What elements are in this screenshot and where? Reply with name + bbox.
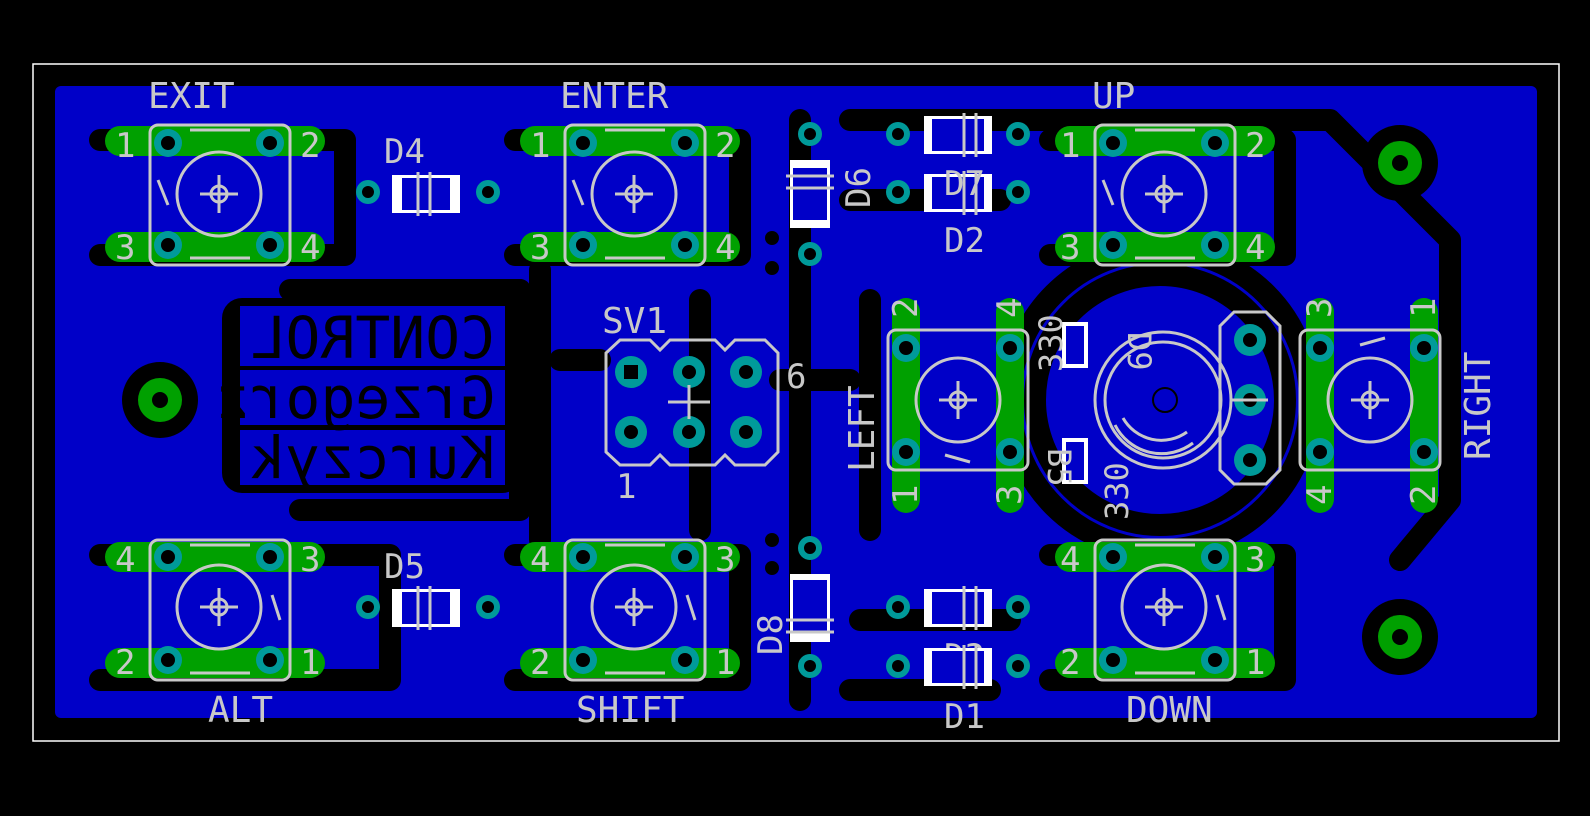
diode-d7 <box>886 113 1030 157</box>
diode-d2: D7 D2 <box>886 164 1030 261</box>
pin-label: 1 <box>1404 298 1444 318</box>
resistor-label: 330 <box>1098 462 1136 520</box>
pin-label: 4 <box>115 540 135 580</box>
mirrored-text-line: Grzegorz <box>216 364 495 432</box>
diode-d1: D1 <box>886 645 1030 737</box>
pin-label: 3 <box>1245 540 1265 580</box>
pin-label: 3 <box>1060 228 1080 268</box>
pin-label: 1 <box>300 643 320 683</box>
vias <box>765 231 779 575</box>
button-label: EXIT <box>148 76 235 117</box>
pin-label: 4 <box>530 540 550 580</box>
connector-pin-first: 1 <box>616 467 636 507</box>
rotary-encoder <box>1093 310 1282 486</box>
pin-label: 1 <box>1060 126 1080 166</box>
pin-label: 2 <box>300 126 320 166</box>
pin-label: 2 <box>715 126 735 166</box>
encoder-label: D9 <box>1120 332 1158 371</box>
button-label: LEFT <box>842 385 883 472</box>
button-label: UP <box>1092 76 1135 117</box>
pin-label: 4 <box>1245 228 1265 268</box>
pin-label: 2 <box>886 298 926 318</box>
diode-label: D2 <box>944 221 985 261</box>
diode-d4: D4 <box>356 132 500 216</box>
diode-label: D5 <box>384 547 425 587</box>
diode-d6: D6 <box>786 122 879 266</box>
pin-label: 4 <box>715 228 735 268</box>
button-down: 4 3 2 1 DOWN <box>1060 538 1265 731</box>
mirrored-text-block: CONTROL Grzegorz Kurczyk <box>216 298 522 493</box>
pin-label: 2 <box>1245 126 1265 166</box>
pin-label: 4 <box>300 228 320 268</box>
resistor-top: 330 <box>1032 314 1088 372</box>
pin-label: 1 <box>530 126 550 166</box>
pin-label: 3 <box>1300 298 1340 318</box>
connector-sv1: SV1 1 6 <box>602 301 806 507</box>
mirrored-text-line: Kurczyk <box>250 424 495 492</box>
mounting-holes <box>122 125 1438 675</box>
button-label: ALT <box>208 690 273 731</box>
pin-label: 3 <box>990 485 1030 505</box>
button-alt: 4 3 2 1 ALT <box>115 538 320 731</box>
diode-d5: D5 <box>356 547 500 630</box>
pin-label: 2 <box>530 643 550 683</box>
button-right: 3 1 4 2 RIGHT <box>1298 298 1499 505</box>
board-outline <box>32 63 1560 742</box>
button-label: DOWN <box>1126 690 1213 731</box>
pin-label: 4 <box>1060 540 1080 580</box>
diode-label: D4 <box>384 132 425 172</box>
diode-label: D1 <box>944 697 985 737</box>
button-enter: 1 2 3 4 ENTER <box>530 76 735 268</box>
button-label: ENTER <box>560 76 669 117</box>
mirrored-text-line: CONTROL <box>251 304 495 372</box>
connector-label: SV1 <box>602 301 667 342</box>
button-exit: 1 2 3 4 EXIT <box>115 76 320 268</box>
resistor-bottom: 330 <box>1062 438 1136 520</box>
button-shift: 4 3 2 1 SHIFT <box>530 538 735 731</box>
pin-label: 1 <box>1245 643 1265 683</box>
pin-label: 1 <box>115 126 135 166</box>
pin-label: 3 <box>530 228 550 268</box>
button-left: 2 4 1 3 LEFT <box>842 298 1030 505</box>
b-label: B5 <box>1040 448 1078 487</box>
button-up: 1 2 3 4 UP <box>1060 76 1265 268</box>
diode-label: D8 <box>751 614 791 655</box>
pin-label: 3 <box>115 228 135 268</box>
resistor-label: 330 <box>1032 314 1070 372</box>
diode-d8: D8 <box>751 536 834 678</box>
connector-pin-last: 6 <box>786 357 806 397</box>
pin-label: 4 <box>990 298 1030 318</box>
button-label: SHIFT <box>576 690 684 731</box>
pin-label: 3 <box>300 540 320 580</box>
pin-label: 3 <box>715 540 735 580</box>
diode-label: D6 <box>839 167 879 208</box>
diode-label: D7 <box>944 164 985 204</box>
pin-label: 2 <box>115 643 135 683</box>
pin-label: 2 <box>1404 485 1444 505</box>
pin-label: 1 <box>886 485 926 505</box>
pin-label: 4 <box>1300 485 1340 505</box>
pin-label: 2 <box>1060 643 1080 683</box>
pin-label: 1 <box>715 643 735 683</box>
button-label: RIGHT <box>1458 352 1499 460</box>
